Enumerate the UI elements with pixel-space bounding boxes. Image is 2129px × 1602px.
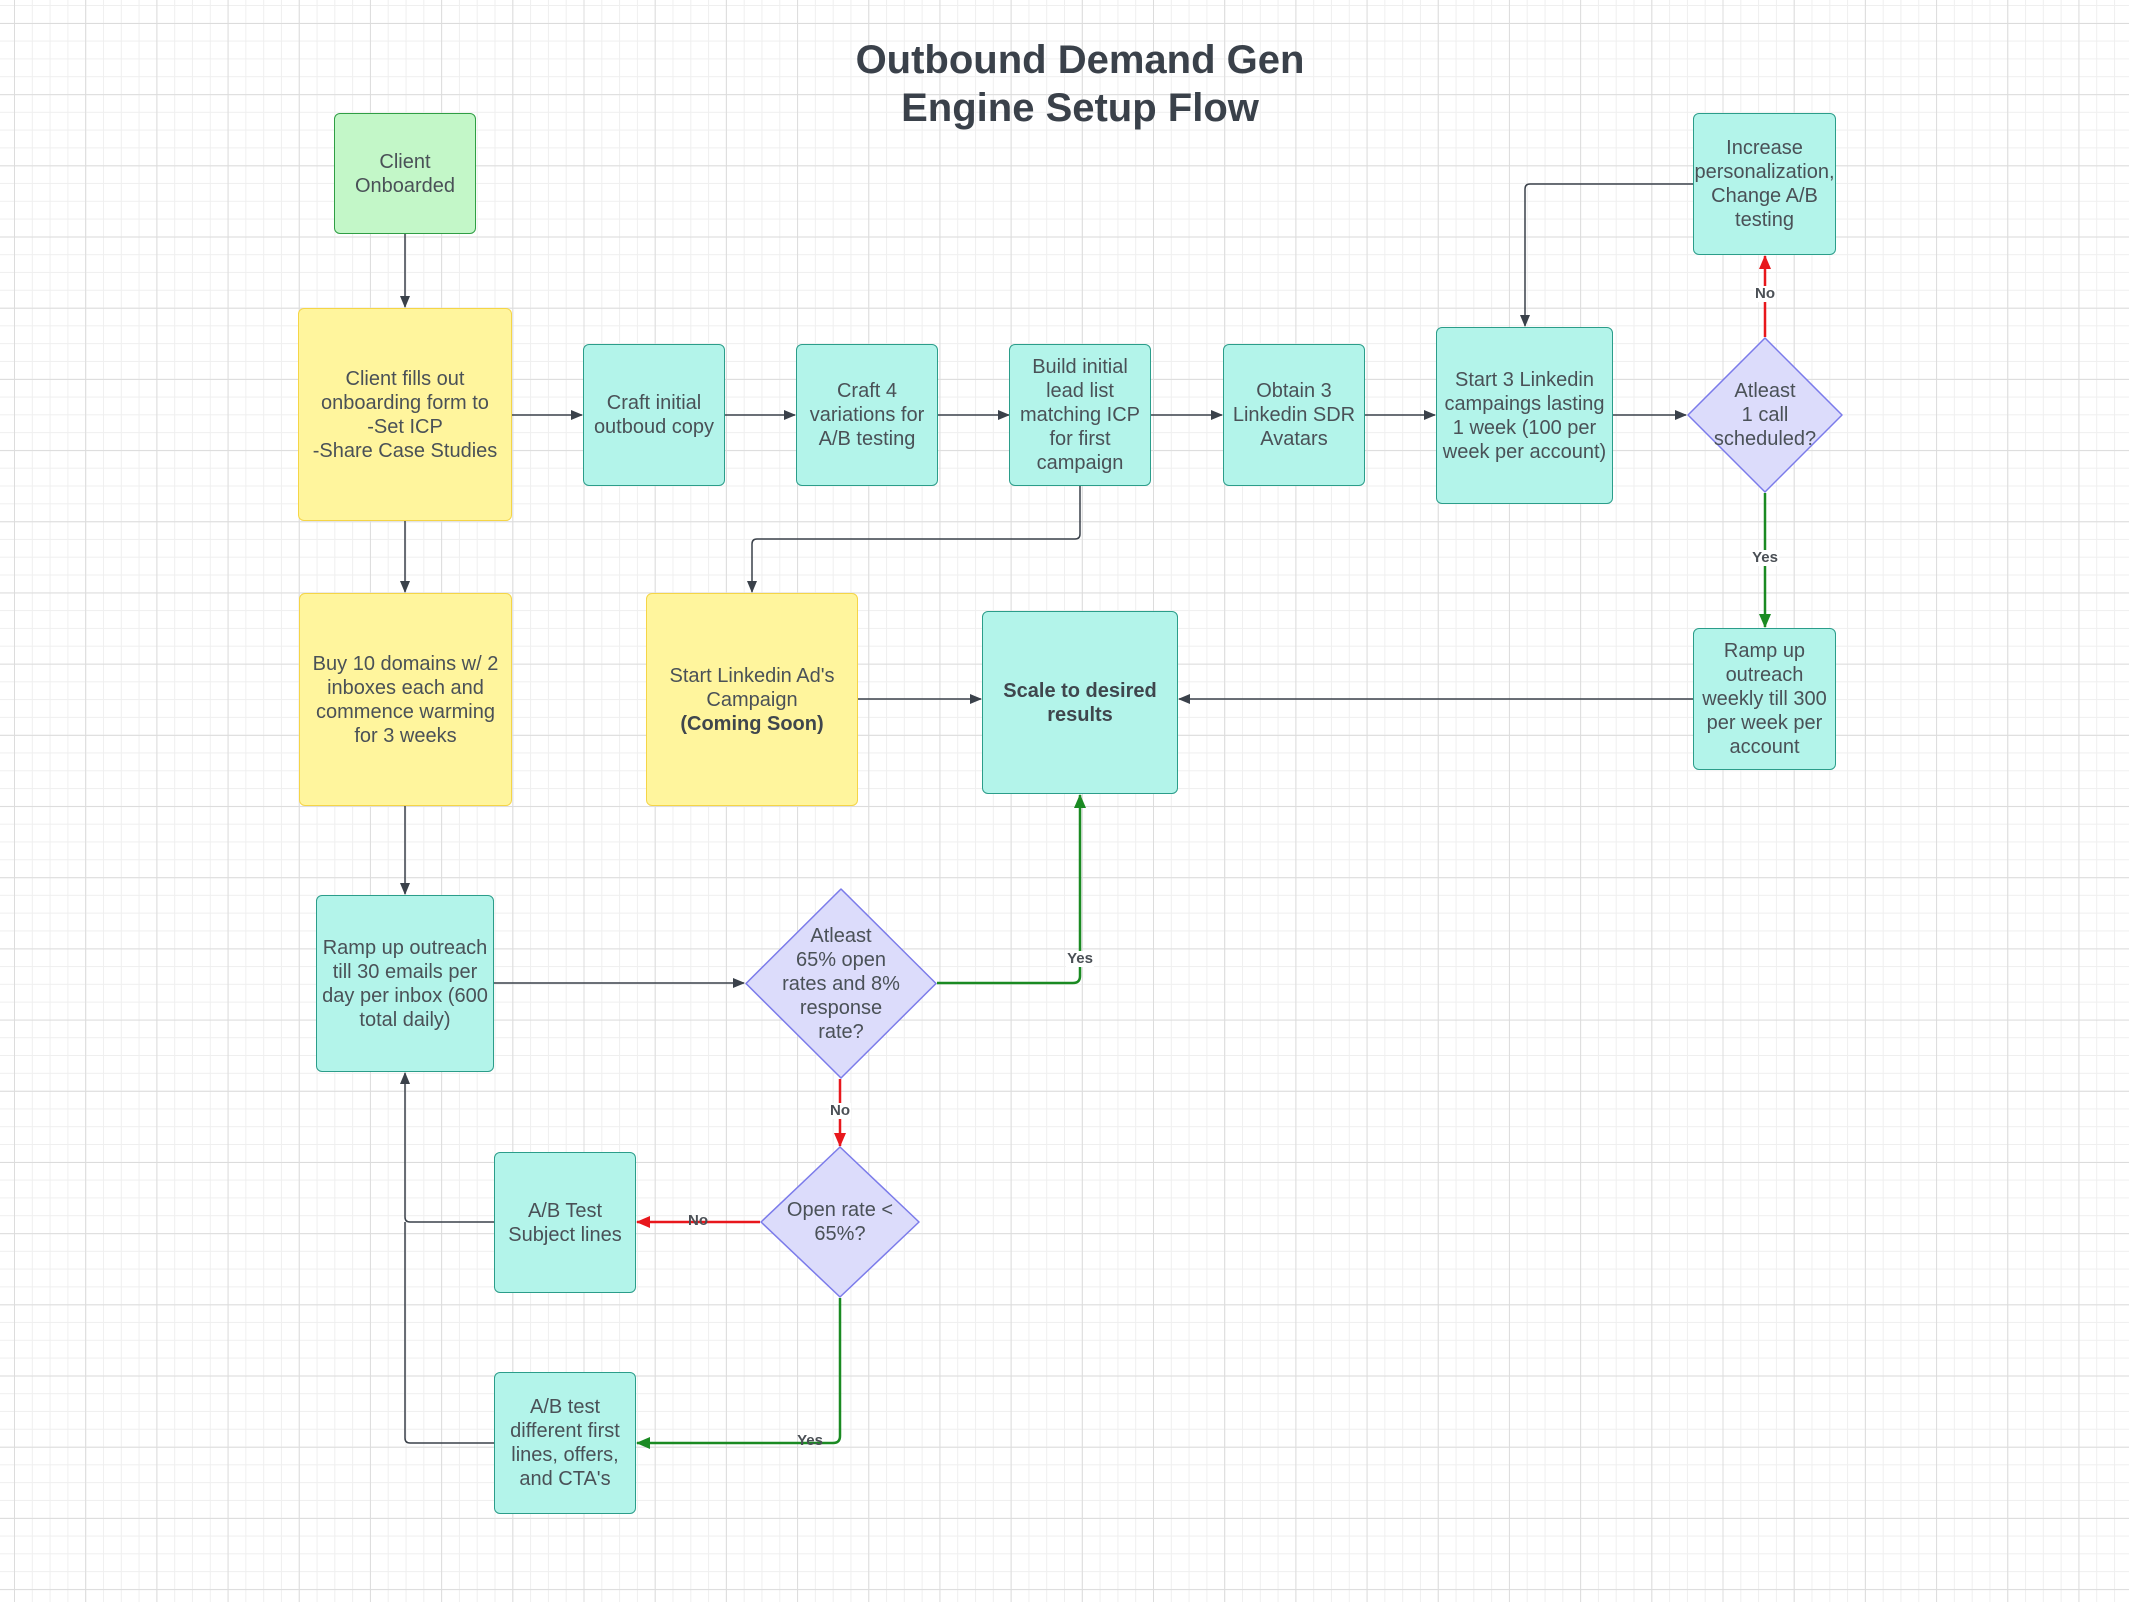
node-label: Ramp up outreach weekly till 300 per wee…: [1702, 640, 1827, 758]
node-label: Craft 4 variations for A/B testing: [809, 380, 925, 450]
node-ab-subject-lines[interactable]: A/B Test Subject lines: [494, 1152, 636, 1293]
edge-label-open-response-no: No: [829, 1102, 851, 1119]
node-label: Client fills out onboarding form to -Set…: [312, 367, 498, 462]
node-obtain-avatars[interactable]: Obtain 3 Linkedin SDR Avatars: [1223, 344, 1365, 486]
edge-ab-first-lines-to-ramp-daily: [404, 1222, 494, 1444]
edge-label-open-response-yes: Yes: [1066, 950, 1094, 967]
diamond-shape: [760, 1146, 920, 1298]
node-label: Start Linkedin Ad's Campaign: [669, 664, 835, 711]
node-build-lead-list[interactable]: Build initial lead list matching ICP for…: [1009, 344, 1151, 486]
node-label: Ramp up outreach till 30 emails per day …: [322, 936, 488, 1031]
node-client-onboarded[interactable]: Client Onboarded: [334, 113, 476, 234]
diagram-title: Outbound Demand Gen Engine Setup Flow: [780, 36, 1380, 132]
edge-open-response-yes: [937, 794, 1086, 985]
node-label: A/B test different first lines, offers, …: [510, 1396, 620, 1490]
node-label: Craft initial outboud copy: [593, 392, 715, 438]
edge-increase-to-start-linkedin: [1520, 183, 1693, 327]
node-ab-first-lines[interactable]: A/B test different first lines, offers, …: [494, 1372, 636, 1514]
node-craft-copy[interactable]: Craft initial outboud copy: [583, 344, 725, 486]
edge-ab-subject-to-ramp-daily: [400, 1072, 494, 1223]
decision-open-response-rate[interactable]: Atleast 65% open rates and 8% response r…: [745, 888, 937, 1079]
edge-label-open-rate-yes: Yes: [797, 1432, 823, 1449]
node-scale-results[interactable]: Scale to desired results: [982, 611, 1178, 794]
diamond-shape: [1687, 337, 1843, 493]
diamond-shape: [745, 888, 937, 1079]
coming-soon-label: (Coming Soon): [680, 712, 824, 735]
edge-label-open-rate-no: No: [688, 1212, 708, 1229]
edge-open-rate-yes: [636, 1298, 842, 1449]
node-label: A/B Test Subject lines: [508, 1199, 622, 1246]
node-craft-variations[interactable]: Craft 4 variations for A/B testing: [796, 344, 938, 486]
node-label: Start 3 Linkedin campaings lasting 1 wee…: [1442, 368, 1607, 463]
node-label: Build initial lead list matching ICP for…: [1019, 356, 1141, 474]
node-label: Obtain 3 Linkedin SDR Avatars: [1232, 380, 1356, 450]
edge-label-call-no: No: [1754, 285, 1776, 302]
decision-label: Atleast 1 call scheduled?: [1713, 380, 1817, 450]
node-label: Scale to desired results: [1003, 679, 1157, 726]
decision-open-rate[interactable]: Open rate < 65%?: [760, 1146, 920, 1298]
decision-label: Open rate < 65%?: [786, 1199, 894, 1245]
node-label: Increase personalization, Change A/B tes…: [1694, 137, 1835, 231]
node-linkedin-ads[interactable]: Start Linkedin Ad's Campaign (Coming Soo…: [646, 593, 858, 806]
node-label: Client Onboarded: [354, 150, 456, 197]
edge-label-call-yes: Yes: [1751, 549, 1779, 566]
title-line-2: Engine Setup Flow: [901, 86, 1259, 130]
node-increase-personalization[interactable]: Increase personalization, Change A/B tes…: [1693, 113, 1836, 255]
node-label: Buy 10 domains w/ 2 inboxes each and com…: [312, 652, 499, 747]
node-start-linkedin-campaigns[interactable]: Start 3 Linkedin campaings lasting 1 wee…: [1436, 327, 1613, 504]
node-ramp-weekly[interactable]: Ramp up outreach weekly till 300 per wee…: [1693, 628, 1836, 770]
decision-label: Atleast 65% open rates and 8% response r…: [782, 924, 900, 1043]
decision-call-scheduled[interactable]: Atleast 1 call scheduled?: [1687, 337, 1843, 493]
node-onboarding-form[interactable]: Client fills out onboarding form to -Set…: [298, 308, 512, 521]
title-line-1: Outbound Demand Gen: [855, 38, 1305, 82]
edge-lead-list-to-linkedin-ads: [747, 486, 1081, 593]
node-buy-domains[interactable]: Buy 10 domains w/ 2 inboxes each and com…: [299, 593, 512, 806]
node-ramp-daily[interactable]: Ramp up outreach till 30 emails per day …: [316, 895, 494, 1072]
